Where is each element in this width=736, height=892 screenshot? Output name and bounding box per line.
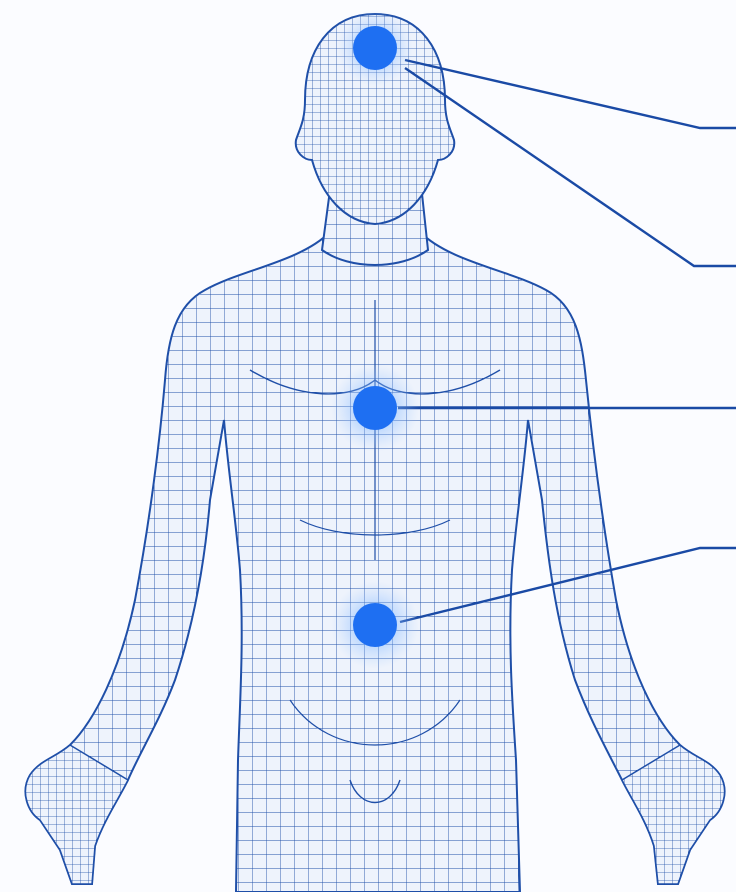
abdomen-point [331,581,419,669]
head-point [337,10,413,86]
body-mesh [25,14,724,892]
chest-point [331,364,419,452]
callout-1 [405,60,736,128]
